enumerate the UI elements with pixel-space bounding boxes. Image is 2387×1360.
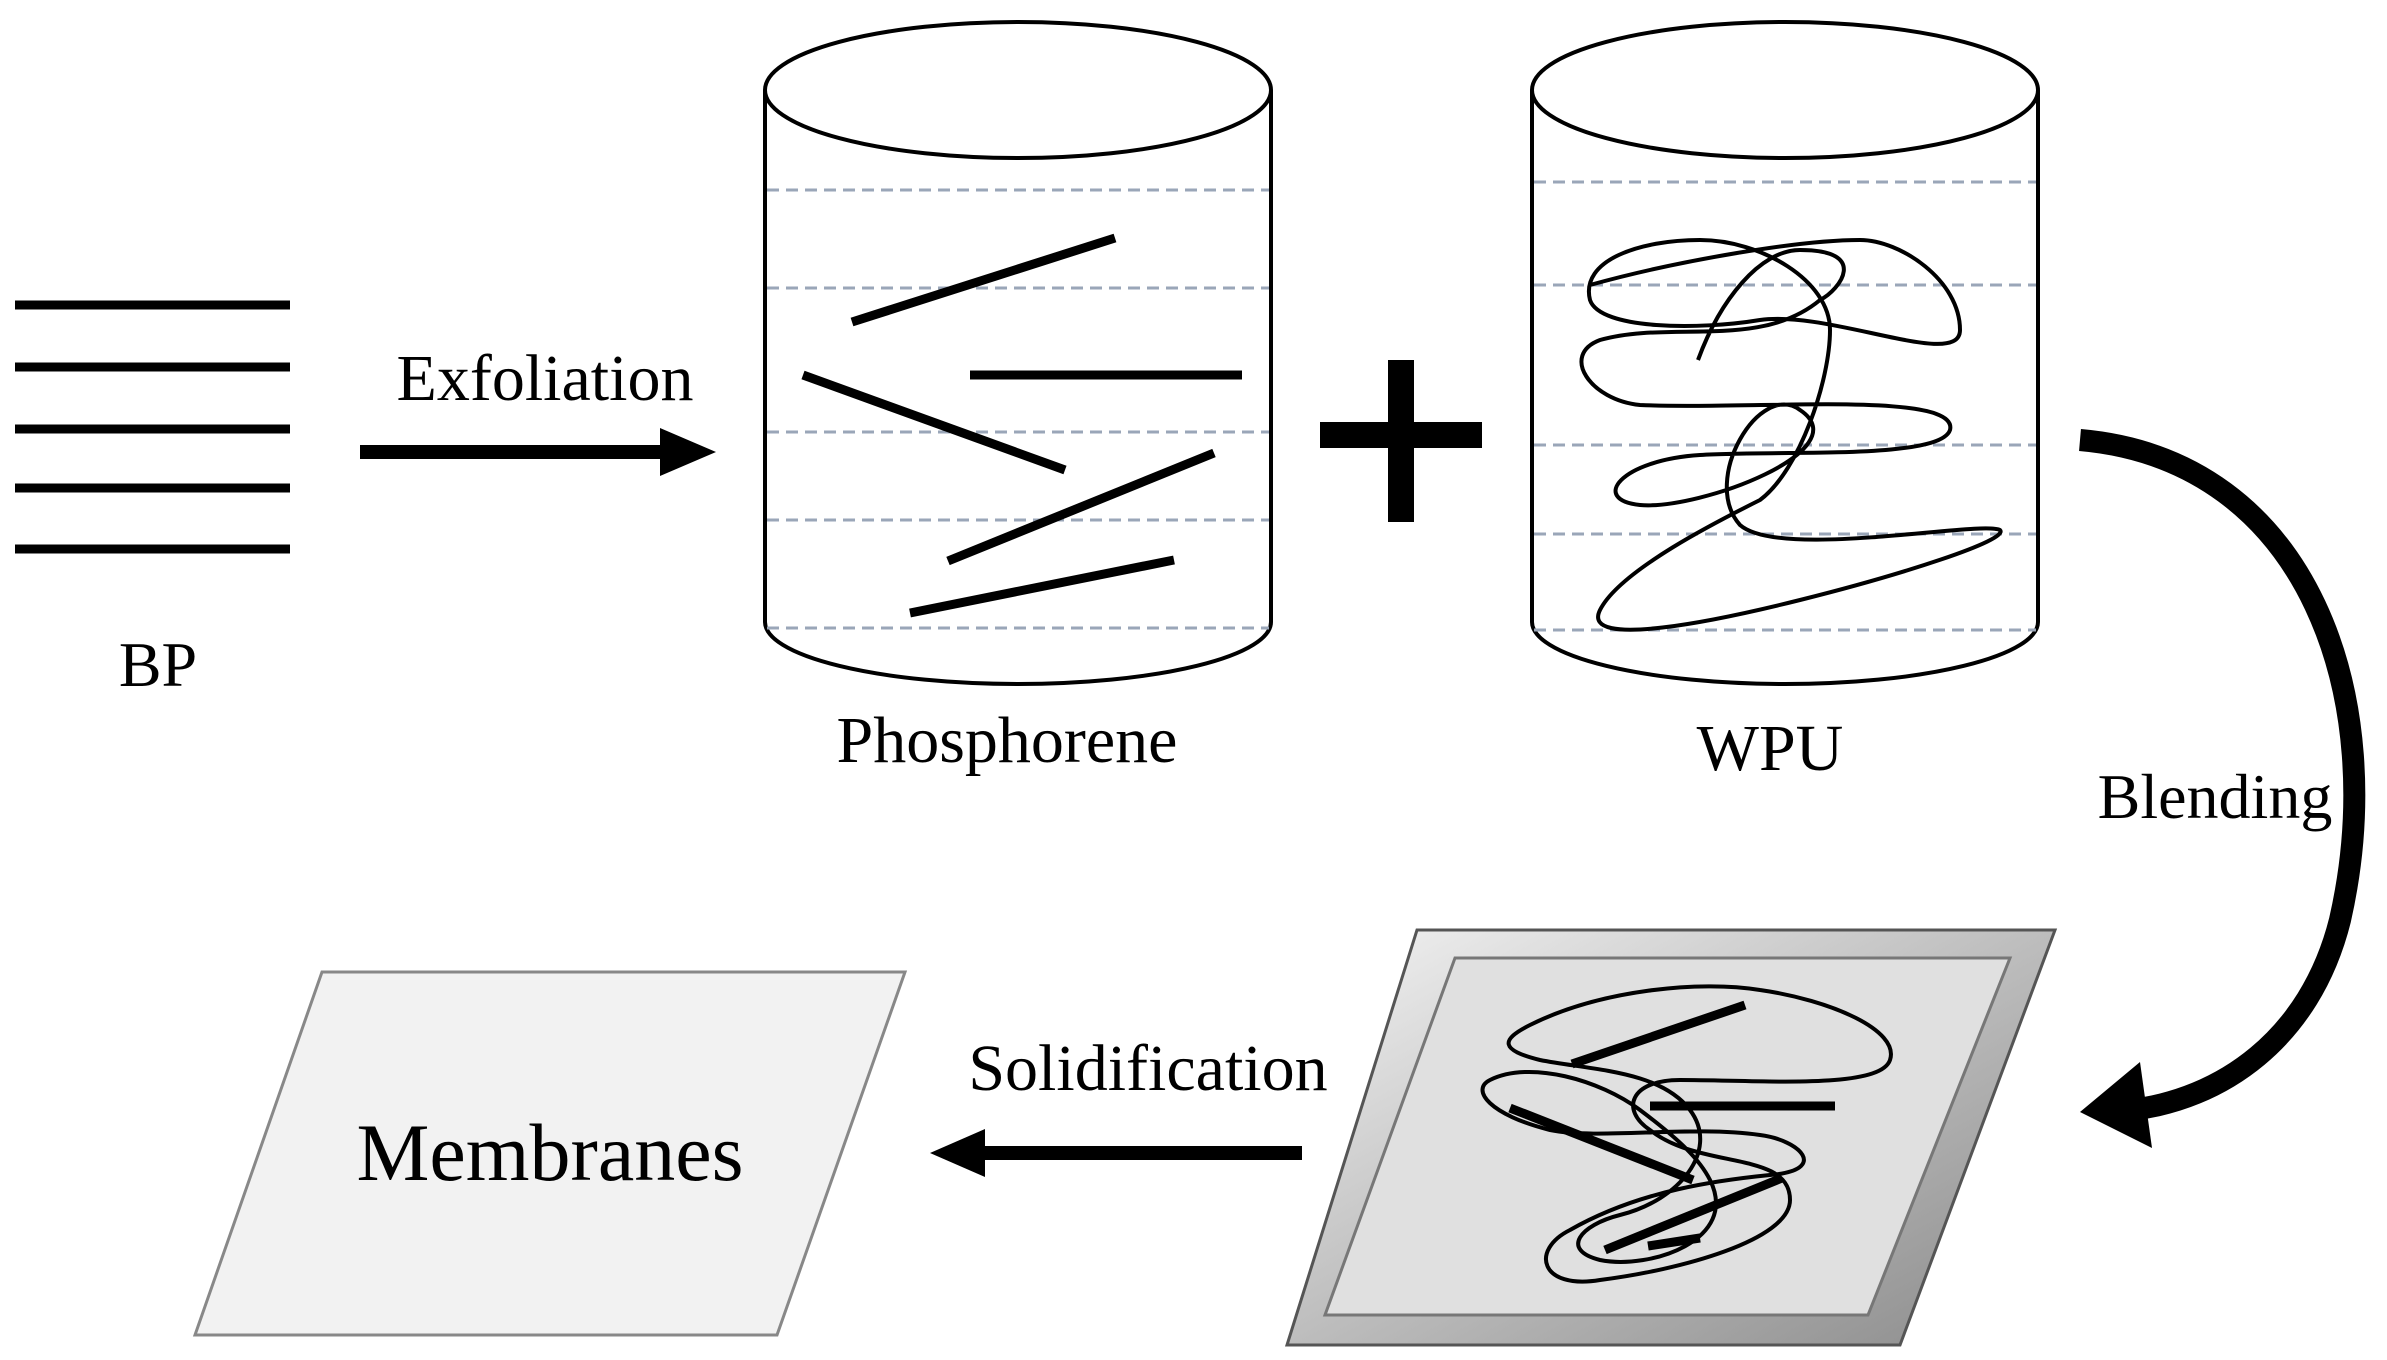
blended-polymer-chain xyxy=(1480,984,1893,1284)
phosphorene-beaker xyxy=(763,20,1273,686)
blended-phosphorene-sheets xyxy=(1508,1000,1835,1255)
plus-icon xyxy=(1320,360,1482,522)
solidification-label: Solidification xyxy=(968,1032,1327,1105)
liquid-level-lines xyxy=(1534,180,2036,632)
phosphorene-label: Phosphorene xyxy=(837,704,1178,777)
blending-arrow xyxy=(2079,429,2366,1148)
blending-label: Blending xyxy=(2098,761,2333,832)
solidification-arrow xyxy=(930,1129,1302,1177)
membranes-sheet xyxy=(192,970,908,1337)
bp-label: BP xyxy=(119,629,197,700)
polymer-chain xyxy=(1579,238,2003,632)
exfoliation-label: Exfoliation xyxy=(397,342,694,415)
bp-layers-icon xyxy=(15,300,290,554)
exfoliation-arrow xyxy=(360,428,716,476)
wpu-beaker xyxy=(1530,20,2040,686)
liquid-level-lines xyxy=(767,188,1269,630)
wpu-label: WPU xyxy=(1697,712,1844,785)
mixing-tray xyxy=(1284,928,2058,1347)
phosphorene-sheets xyxy=(801,233,1242,618)
membranes-label: Membranes xyxy=(356,1107,743,1198)
